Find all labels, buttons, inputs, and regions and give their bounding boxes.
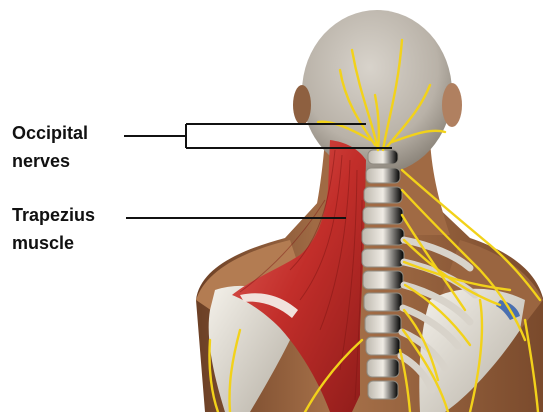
trapezius-muscle-label-line2: muscle — [12, 231, 74, 255]
left-ear — [293, 85, 311, 125]
trapezius-muscle-label-line1: Trapezius — [12, 203, 95, 227]
occipital-nerves-label-line1: Occipital — [12, 121, 88, 145]
spine — [362, 150, 404, 399]
right-ear — [442, 83, 462, 127]
occipital-nerves-label-line2: nerves — [12, 149, 70, 173]
